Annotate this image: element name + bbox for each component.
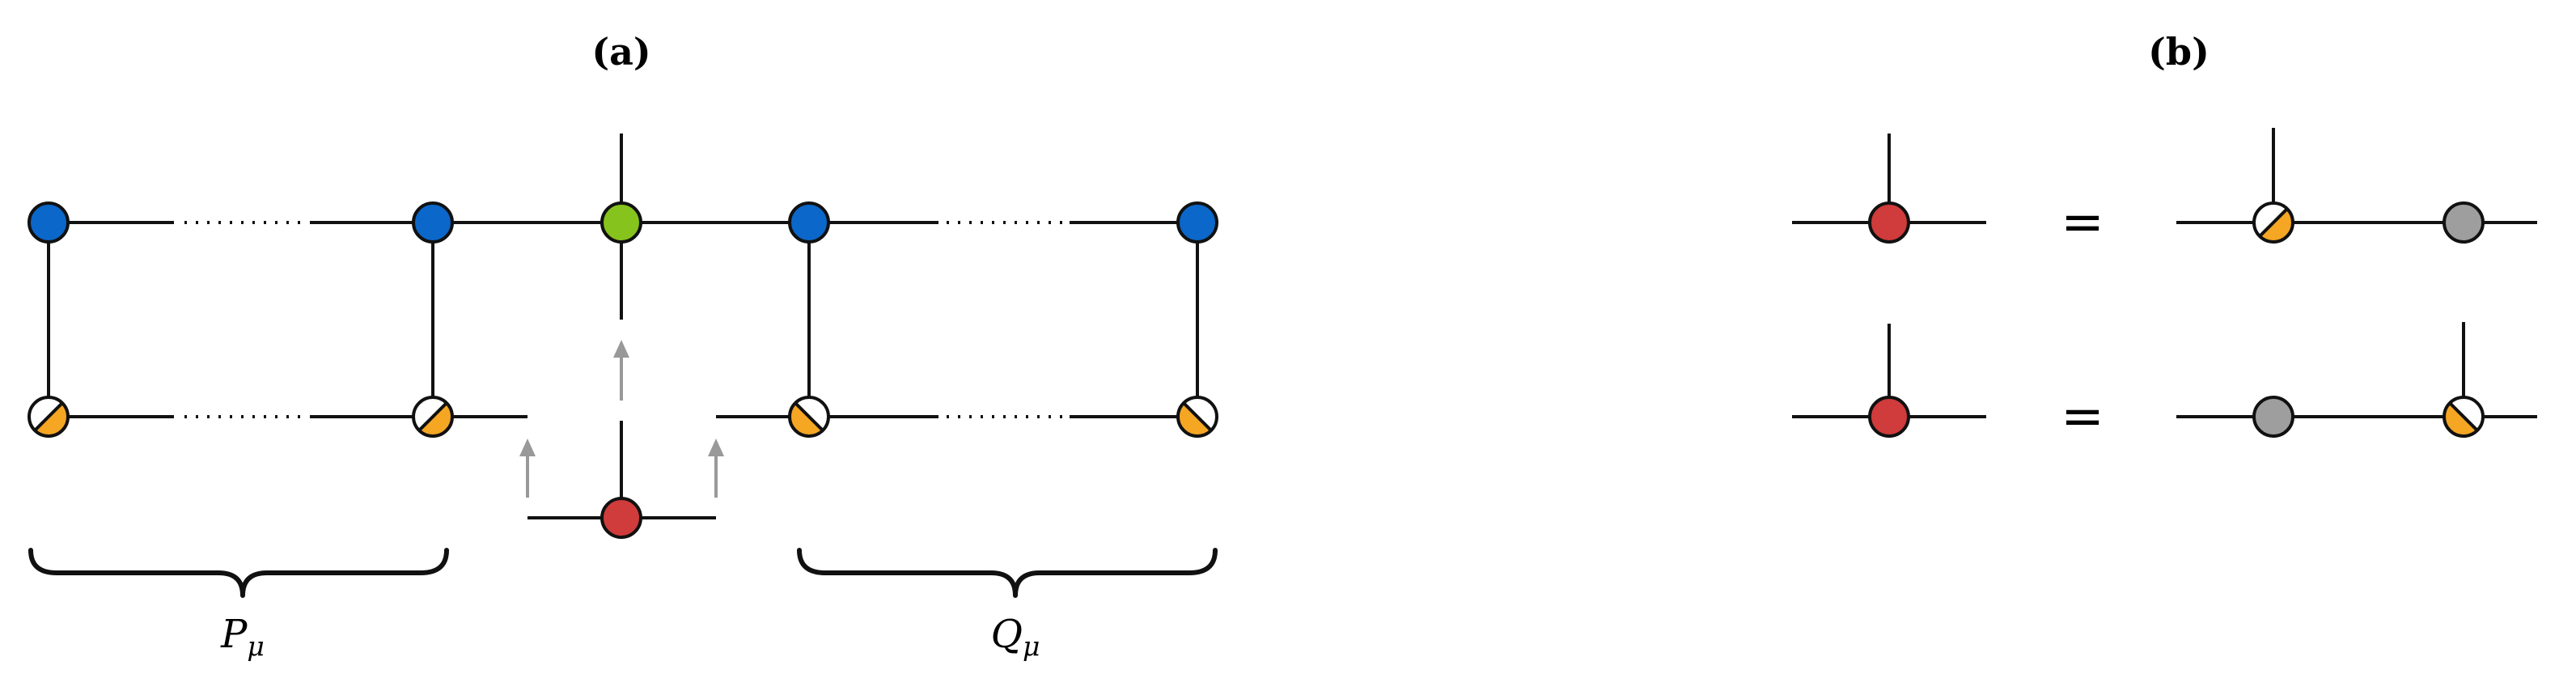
isometry-node xyxy=(2252,201,2294,244)
red-tensor-node xyxy=(1868,201,1910,244)
q-mu-label: Qμ xyxy=(991,612,1040,662)
up-arrow-icon xyxy=(708,439,724,498)
equals-sign: = xyxy=(2061,387,2104,447)
up-arrow-icon xyxy=(519,439,536,498)
equals-sign: = xyxy=(2061,193,2104,252)
red-tensor-node xyxy=(1868,396,1910,438)
isometry-node xyxy=(28,396,70,438)
red-tensor-node xyxy=(600,497,642,539)
panel-a-nodes xyxy=(28,201,1218,539)
isometry-node xyxy=(1176,396,1218,438)
isometry-node xyxy=(412,396,454,438)
left-curly-brace xyxy=(28,548,449,598)
panel-a-wires xyxy=(47,134,1199,519)
blue-tensor-node xyxy=(412,201,454,244)
blue-tensor-node xyxy=(788,201,830,244)
blue-tensor-node xyxy=(1176,201,1218,244)
panel-b-row-1: = xyxy=(1792,128,2537,252)
p-mu-label: Pμ xyxy=(220,612,265,662)
panel-b-row-2: = xyxy=(1792,322,2537,447)
up-arrow-icon xyxy=(613,340,629,401)
green-tensor-node xyxy=(600,201,642,244)
panel-label-a: (a) xyxy=(591,30,650,74)
gray-tensor-node xyxy=(2252,396,2294,438)
isometry-node xyxy=(788,396,830,438)
gray-tensor-node xyxy=(2443,201,2485,244)
panel-label-b: (b) xyxy=(2148,30,2210,74)
blue-tensor-node xyxy=(28,201,70,244)
isometry-node xyxy=(2443,396,2485,438)
panel-a-arrows xyxy=(519,340,724,498)
right-curly-brace xyxy=(797,548,1218,598)
